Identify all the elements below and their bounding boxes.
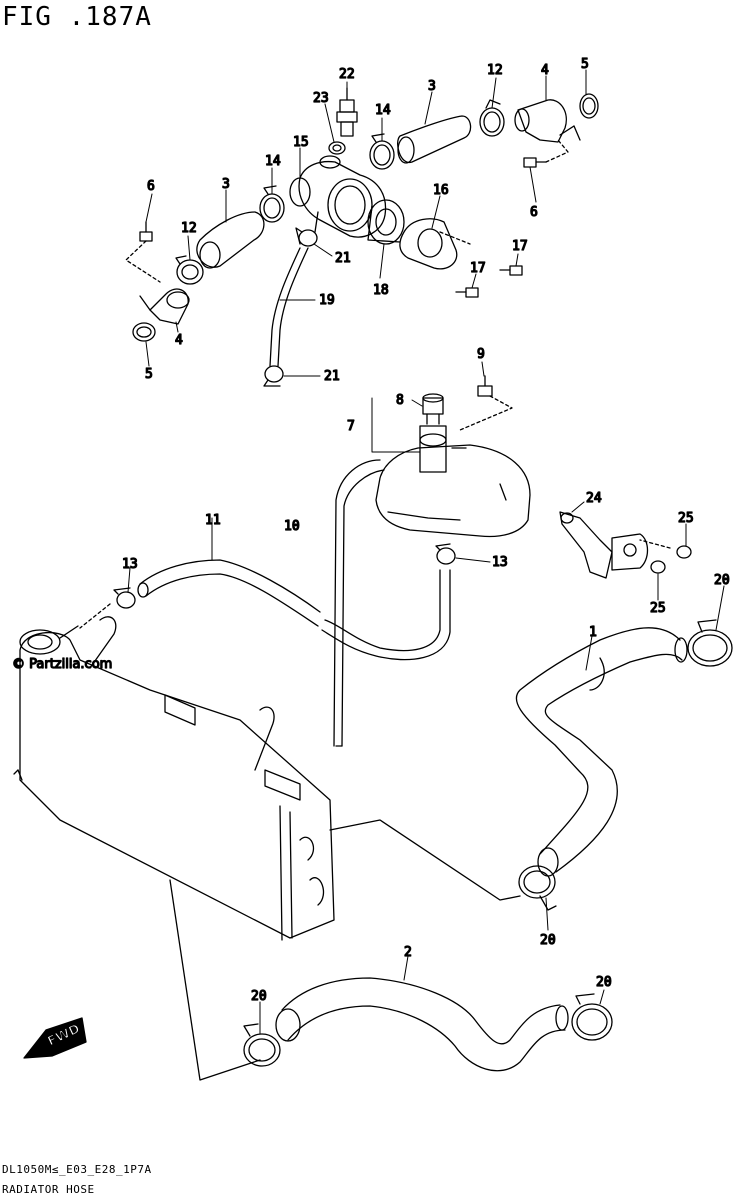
part-11-overflow-hose[interactable] <box>333 459 385 747</box>
callout-9: 9 <box>477 347 485 362</box>
part-3-hose-upper[interactable] <box>397 115 472 164</box>
callout-3: 3 <box>428 79 436 94</box>
callout-labels: 22 23 14 15 14 3 12 4 5 6 3 6 12 16 17 1… <box>121 56 730 1004</box>
callout-7: 7 <box>347 419 355 434</box>
callout-12: 12 <box>181 221 197 236</box>
part-20-clamp-a[interactable] <box>687 619 733 667</box>
callout-4: 4 <box>541 63 549 78</box>
callout-11: 11 <box>205 513 221 528</box>
callout-5: 5 <box>145 367 153 382</box>
callout-18: 18 <box>373 283 389 298</box>
callout-22: 22 <box>339 67 355 82</box>
callout-2: 2 <box>404 945 412 960</box>
callout-10: 10 <box>284 519 300 534</box>
callout-3: 3 <box>222 177 230 192</box>
callout-13: 13 <box>492 555 508 570</box>
callout-12: 12 <box>487 63 503 78</box>
part-6-bolt-a[interactable] <box>523 139 569 168</box>
footer-caption: RADIATOR HOSE <box>2 1183 95 1196</box>
part-13-clamp-a[interactable] <box>435 543 456 565</box>
callout-20: 20 <box>596 975 612 990</box>
callout-6: 6 <box>147 179 155 194</box>
radiator-core[interactable] <box>13 616 335 941</box>
part-10-tank-hose[interactable] <box>321 569 451 661</box>
part-25-grommet-b[interactable] <box>650 560 666 574</box>
callout-13: 13 <box>122 557 138 572</box>
part-18-thermostat[interactable] <box>367 199 405 245</box>
reference-line-b <box>329 819 521 901</box>
callout-25: 25 <box>678 511 694 526</box>
part-25-grommet-a[interactable] <box>639 539 692 559</box>
part-5-o-ring-a[interactable] <box>579 93 599 119</box>
callout-20: 20 <box>714 573 730 588</box>
part-7-reservoir-tank[interactable] <box>375 425 531 538</box>
callout-21: 21 <box>335 251 351 266</box>
callout-19: 19 <box>319 293 335 308</box>
callout-21: 21 <box>324 369 340 384</box>
callout-4: 4 <box>175 333 183 348</box>
callout-15: 15 <box>293 135 309 150</box>
callout-17: 17 <box>512 239 528 254</box>
part-20-clamp-c[interactable] <box>243 1023 281 1067</box>
fwd-arrow: FWD <box>23 1017 87 1059</box>
part-8-tank-cap[interactable] <box>422 393 444 425</box>
leader-lines <box>127 69 725 1035</box>
part-9-bolt[interactable] <box>459 375 513 431</box>
part-4-fitting-a[interactable] <box>514 99 581 143</box>
callout-5: 5 <box>581 57 589 72</box>
callout-8: 8 <box>396 393 404 408</box>
reservoir-tank-assembly <box>321 375 692 747</box>
part-4-fitting-b[interactable] <box>139 288 190 325</box>
callout-20: 20 <box>251 989 267 1004</box>
part-19-bypass-hose[interactable] <box>269 247 309 367</box>
part-24-bracket[interactable] <box>559 511 613 579</box>
part-20-clamp-d[interactable] <box>571 993 613 1041</box>
callout-1: 1 <box>589 625 597 640</box>
part-15-thermostat-case[interactable] <box>289 155 387 238</box>
part-6-bolt-b[interactable] <box>125 221 161 283</box>
part-25-plate[interactable] <box>611 533 649 571</box>
part-5-o-ring-b[interactable] <box>132 322 156 342</box>
callout-23: 23 <box>313 91 329 106</box>
callout-20: 20 <box>540 933 556 948</box>
callout-14: 14 <box>375 103 391 118</box>
callout-17: 17 <box>470 261 486 276</box>
part-16-thermostat-cover[interactable] <box>399 218 471 270</box>
reference-line-a <box>169 879 261 1081</box>
part-21-clamp-b[interactable] <box>263 365 284 387</box>
callout-25: 25 <box>650 601 666 616</box>
part-11-filler-hose[interactable] <box>137 559 321 627</box>
watermark: © Partzilla.com <box>12 657 112 672</box>
part-17-bolt-a[interactable] <box>499 265 523 276</box>
footer-code: DL1050M≤_E03_E28_1P7A <box>2 1163 152 1176</box>
figure-title: FIG .187A <box>2 2 152 32</box>
part-23-o-ring[interactable] <box>328 141 346 155</box>
part-3-hose-left[interactable] <box>196 211 265 269</box>
part-2-radiator-outlet-hose[interactable] <box>275 977 569 1072</box>
radiator-assembly: FWD <box>13 559 335 1059</box>
part-12-clamp-b[interactable] <box>175 255 204 285</box>
thermostat-assembly <box>125 87 599 387</box>
callout-14: 14 <box>265 154 281 169</box>
part-20-clamp-b[interactable] <box>518 865 557 911</box>
part-21-clamp-a[interactable] <box>295 227 318 247</box>
callout-6: 6 <box>530 205 538 220</box>
part-17-bolt-b[interactable] <box>455 287 479 298</box>
part-13-clamp-b[interactable] <box>79 587 136 629</box>
callout-16: 16 <box>433 183 449 198</box>
callout-24: 24 <box>586 491 602 506</box>
part-1-radiator-inlet-hose[interactable] <box>515 627 688 877</box>
lower-hoses <box>169 619 733 1081</box>
